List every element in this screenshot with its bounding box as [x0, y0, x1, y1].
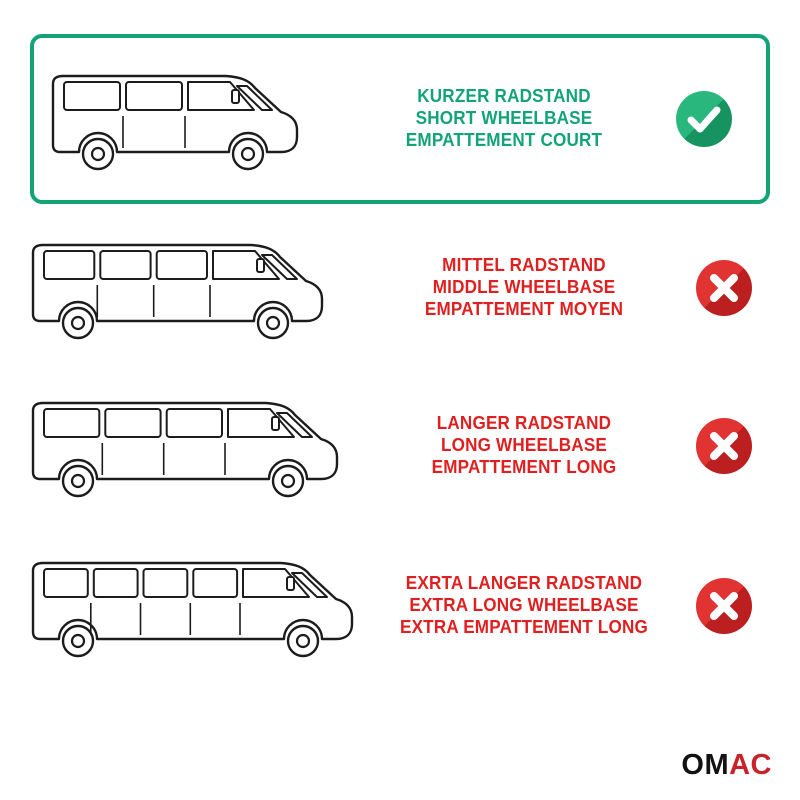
- label-english: MIDDLE WHEELBASE: [432, 277, 616, 298]
- label-french: EMPATTEMENT COURT: [405, 129, 603, 150]
- logo-text-om: OM: [681, 749, 730, 781]
- label-german: EXRTA LANGER RADSTAND: [405, 573, 643, 594]
- omac-logo: OMAC: [681, 749, 772, 782]
- option-row-middle-wheelbase: MITTEL RADSTAND MIDDLE WHEELBASE EMPATTE…: [30, 222, 770, 354]
- option-row-short-wheelbase: KURZER RADSTAND SHORT WHEELBASE EMPATTEM…: [30, 34, 770, 204]
- logo-text-ac: AC: [729, 749, 772, 781]
- label-french: EMPATTEMENT MOYEN: [424, 298, 624, 319]
- cross-icon: [696, 260, 752, 316]
- label-english: EXTRA LONG WHEELBASE: [409, 595, 639, 616]
- option-labels: EXRTA LANGER RADSTAND EXTRA LONG WHEELBA…: [378, 573, 671, 639]
- check-icon: [676, 91, 732, 147]
- option-row-long-wheelbase: LANGER RADSTAND LONG WHEELBASE EMPATTEME…: [30, 380, 770, 512]
- van-illustration-middle-wheelbase: [30, 235, 370, 341]
- label-german: MITTEL RADSTAND: [442, 255, 606, 276]
- option-labels: MITTEL RADSTAND MIDDLE WHEELBASE EMPATTE…: [378, 255, 671, 321]
- van-illustration-extra-long-wheelbase: [30, 553, 370, 659]
- label-german: KURZER RADSTAND: [417, 86, 591, 107]
- status: [678, 578, 770, 634]
- option-labels: LANGER RADSTAND LONG WHEELBASE EMPATTEME…: [378, 413, 671, 479]
- van-illustration-short-wheelbase: [50, 66, 350, 172]
- option-labels: KURZER RADSTAND SHORT WHEELBASE EMPATTEM…: [358, 86, 651, 152]
- cross-icon: [696, 418, 752, 474]
- status: [678, 418, 770, 474]
- status: [678, 260, 770, 316]
- cross-icon: [696, 578, 752, 634]
- option-row-extra-long-wheelbase: EXRTA LANGER RADSTAND EXTRA LONG WHEELBA…: [30, 538, 770, 674]
- label-german: LANGER RADSTAND: [436, 413, 612, 434]
- label-french: EMPATTEMENT LONG: [431, 456, 617, 477]
- label-english: LONG WHEELBASE: [440, 435, 608, 456]
- status: [658, 91, 750, 147]
- label-english: SHORT WHEELBASE: [415, 108, 593, 129]
- label-french: EXTRA EMPATTEMENT LONG: [399, 616, 649, 637]
- van-illustration-long-wheelbase: [30, 393, 370, 499]
